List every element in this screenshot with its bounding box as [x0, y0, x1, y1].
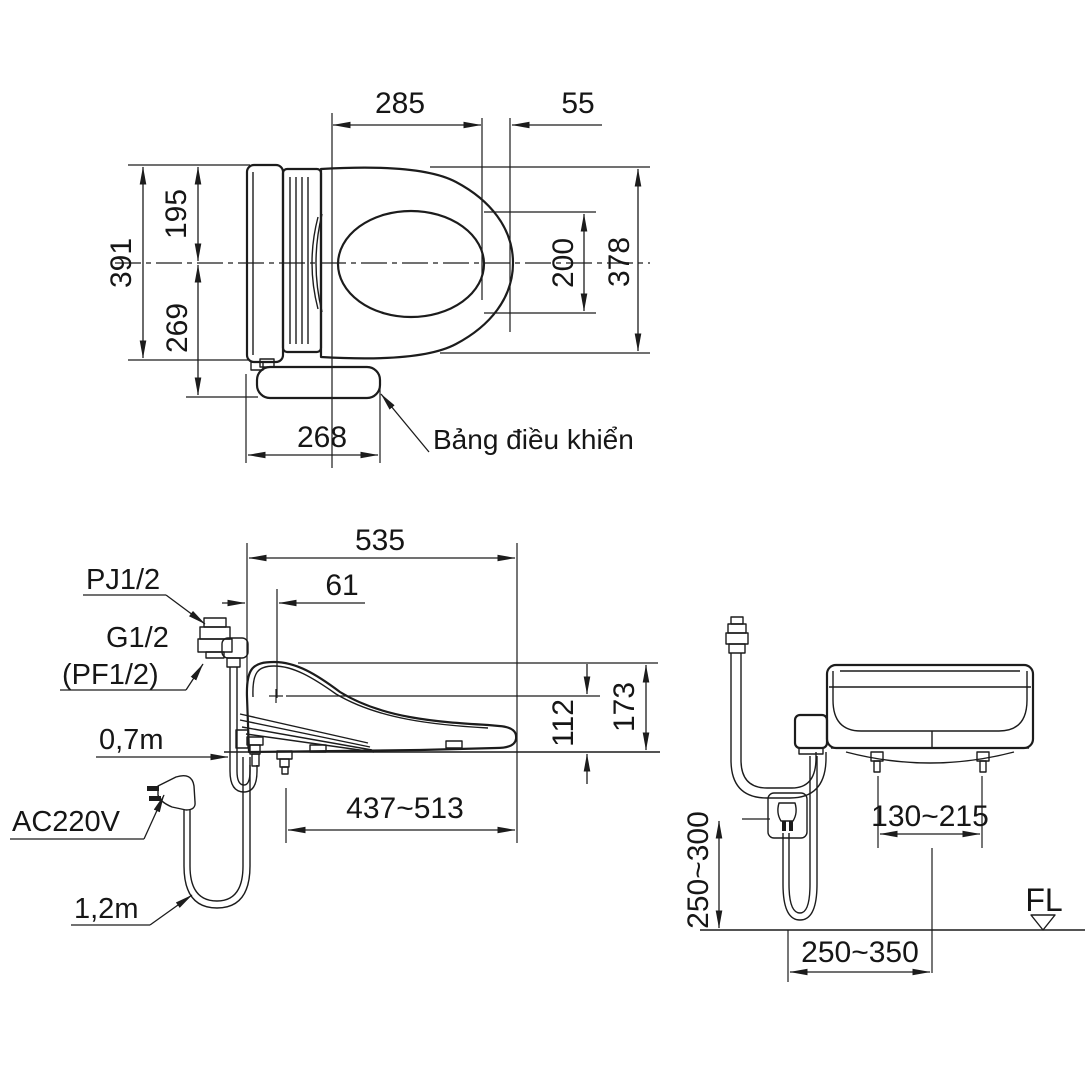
label-pf12: (PF1/2) — [62, 659, 159, 691]
dim-112-label: 112 — [547, 699, 580, 747]
dim-378-label: 378 — [603, 237, 636, 287]
rear-view-object: FL — [700, 616, 1085, 931]
floor-level-label: FL — [1025, 882, 1062, 918]
dim-535-label: 535 — [355, 524, 405, 557]
dim-195-label: 195 — [160, 189, 193, 239]
rear-outlet — [767, 792, 808, 839]
water-hose — [229, 667, 258, 793]
rear-water-hose — [730, 653, 827, 799]
top-control-panel — [255, 365, 382, 400]
water-supply-fitting — [197, 617, 249, 668]
rear-bowl-arc — [845, 751, 1015, 764]
rear-power-cord — [782, 756, 818, 921]
top-view-object — [115, 163, 650, 400]
dim-285-label: 285 — [375, 87, 425, 120]
dim-268-label: 268 — [297, 421, 347, 454]
top-seat-opening — [336, 209, 486, 319]
dim-55-label: 55 — [561, 87, 594, 120]
side-view: 535 61 437~513 112 173 PJ1/2 G1/2 (PF1/2… — [10, 524, 660, 926]
label-hose-length: 0,7m — [99, 724, 163, 756]
label-ac220v: AC220V — [12, 806, 121, 838]
dim-173-label: 173 — [608, 682, 641, 732]
side-unit-profile — [245, 660, 518, 754]
label-control-panel: Bảng điều khiển — [433, 424, 634, 455]
rear-view: FL 130~215 250~300 250~350 — [682, 616, 1085, 982]
rear-side-box — [793, 713, 829, 750]
dim-250-350-label: 250~350 — [801, 936, 919, 969]
top-lid-outline — [319, 166, 515, 360]
dim-250-300-label: 250~300 — [682, 811, 715, 929]
dim-130-215-label: 130~215 — [871, 800, 989, 833]
power-plug — [147, 774, 196, 811]
rear-supply-fitting — [725, 616, 749, 654]
dim-200-label: 200 — [547, 238, 580, 288]
rear-mount-bolts — [870, 751, 990, 773]
dim-437-513-label: 437~513 — [346, 792, 464, 825]
rear-unit-body — [825, 663, 1035, 750]
power-cord — [183, 757, 251, 909]
dim-391-label: 391 — [105, 238, 138, 288]
side-view-dimensions: 535 61 437~513 112 173 PJ1/2 G1/2 (PF1/2… — [10, 524, 658, 926]
label-g12: G1/2 — [106, 622, 169, 654]
dim-269-label: 269 — [161, 303, 194, 353]
top-view: 285 55 391 195 269 200 378 268 Bảng điều — [105, 87, 650, 468]
top-view-dimensions: 285 55 391 195 269 200 378 268 Bảng điều — [105, 87, 650, 468]
label-pj12: PJ1/2 — [86, 564, 160, 596]
label-cord-length: 1,2m — [74, 893, 138, 925]
side-view-object — [147, 617, 660, 909]
dim-61-label: 61 — [325, 569, 358, 602]
floor-level-symbol — [1030, 914, 1056, 931]
rear-view-dimensions: 130~215 250~300 250~350 — [682, 776, 989, 982]
